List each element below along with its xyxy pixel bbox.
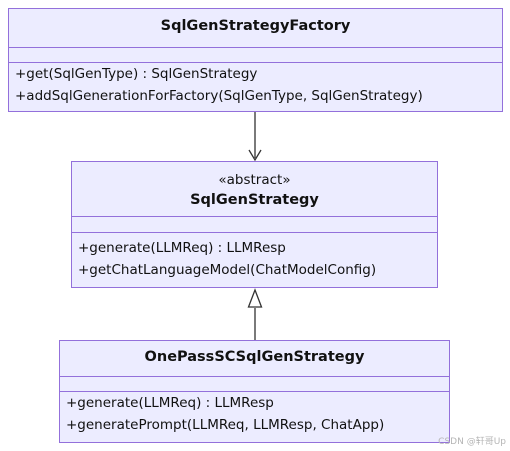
class-onepassscsqlgenstrategy: OnePassSCSqlGenStrategy +generate(LLMReq… [59, 340, 450, 443]
class-name: OnePassSCSqlGenStrategy [144, 349, 365, 365]
method-item: +addSqlGenerationForFactory(SqlGenType, … [15, 88, 423, 104]
class-name: SqlGenStrategyFactory [160, 18, 351, 34]
method-item: +get(SqlGenType) : SqlGenStrategy [15, 66, 258, 82]
method-item: +getChatLanguageModel(ChatModelConfig) [78, 262, 377, 278]
class-name: SqlGenStrategy [190, 192, 319, 208]
header-divider [60, 376, 449, 377]
fields-divider [60, 391, 449, 392]
header-divider [72, 216, 437, 217]
class-sqlgenstrategy: «abstract» SqlGenStrategy +generate(LLMR… [71, 161, 438, 288]
method-list: +generate(LLMReq) : LLMResp +generatePro… [66, 392, 445, 436]
header-divider [9, 47, 502, 48]
class-stereotype: «abstract» [218, 172, 291, 188]
dependency-arrow [248, 112, 262, 162]
class-header: OnePassSCSqlGenStrategy [60, 341, 449, 376]
method-list: +get(SqlGenType) : SqlGenStrategy +addSq… [15, 63, 498, 107]
watermark: CSDN @轩哥Up [438, 437, 506, 447]
class-header: SqlGenStrategyFactory [9, 9, 502, 47]
fields-divider [72, 232, 437, 233]
fields-divider [9, 62, 502, 63]
inheritance-arrow [247, 288, 263, 340]
method-item: +generate(LLMReq) : LLMResp [78, 240, 286, 256]
class-header: «abstract» SqlGenStrategy [72, 162, 437, 216]
method-item: +generate(LLMReq) : LLMResp [66, 395, 274, 411]
method-item: +generatePrompt(LLMReq, LLMResp, ChatApp… [66, 417, 385, 433]
method-list: +generate(LLMReq) : LLMResp +getChatLang… [78, 237, 433, 281]
class-sqlgenstrategyfactory: SqlGenStrategyFactory +get(SqlGenType) :… [8, 8, 503, 112]
